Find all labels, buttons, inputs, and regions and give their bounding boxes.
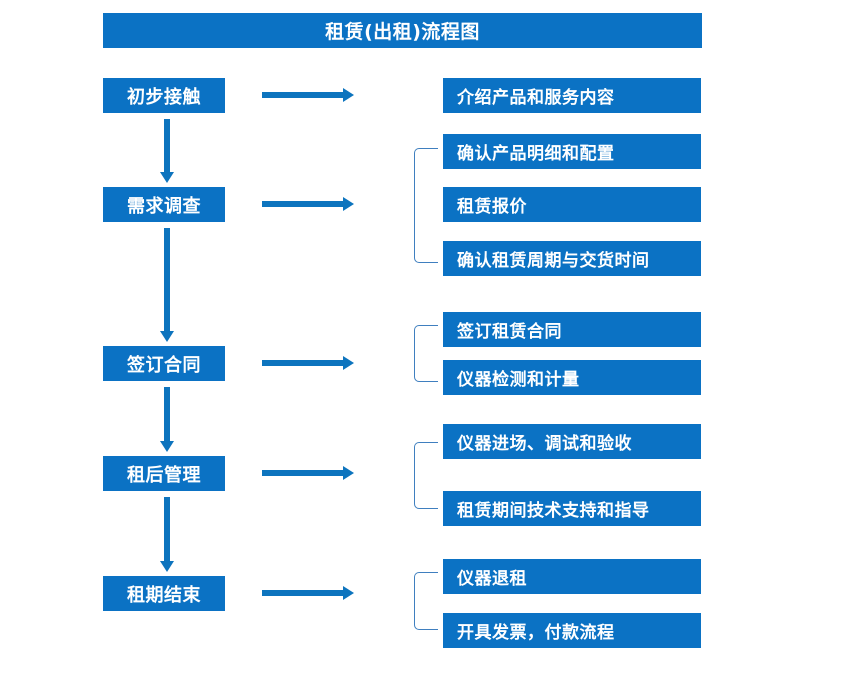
arrow-stem	[262, 590, 344, 596]
arrow-stem	[164, 387, 170, 441]
flow-arrow-down-3	[160, 387, 174, 452]
arrow-stem	[164, 119, 170, 172]
detail-box-5-1[interactable]: 仪器退租	[443, 559, 701, 594]
detail-arrow-right-3	[262, 356, 354, 370]
stage-box-2[interactable]: 需求调查	[103, 187, 225, 222]
flow-arrow-down-4	[160, 497, 174, 572]
detail-box-3-2[interactable]: 仪器检测和计量	[443, 360, 701, 395]
arrow-stem	[262, 92, 344, 98]
arrow-head-icon	[343, 197, 354, 211]
group-bracket-2	[414, 148, 438, 263]
group-bracket-3	[414, 325, 438, 382]
detail-box-2-2[interactable]: 租赁报价	[443, 187, 701, 222]
arrow-head-icon	[160, 561, 174, 572]
stage-box-1[interactable]: 初步接触	[103, 78, 225, 113]
stage-box-4[interactable]: 租后管理	[103, 456, 225, 491]
arrow-stem	[164, 497, 170, 561]
detail-box-1-1[interactable]: 介绍产品和服务内容	[443, 78, 701, 113]
arrow-head-icon	[343, 88, 354, 102]
arrow-head-icon	[343, 466, 354, 480]
arrow-head-icon	[160, 172, 174, 183]
group-bracket-4	[414, 442, 438, 509]
stage-box-5[interactable]: 租期结束	[103, 576, 225, 611]
arrow-stem	[262, 360, 344, 366]
detail-box-5-2[interactable]: 开具发票，付款流程	[443, 613, 701, 648]
arrow-stem	[164, 228, 170, 331]
flow-arrow-down-1	[160, 119, 174, 183]
arrow-head-icon	[343, 586, 354, 600]
stage-box-3[interactable]: 签订合同	[103, 346, 225, 381]
detail-box-2-3[interactable]: 确认租赁周期与交货时间	[443, 241, 701, 276]
arrow-head-icon	[160, 331, 174, 342]
detail-arrow-right-2	[262, 197, 354, 211]
detail-arrow-right-4	[262, 466, 354, 480]
detail-box-4-2[interactable]: 租赁期间技术支持和指导	[443, 491, 701, 526]
flow-arrow-down-2	[160, 228, 174, 342]
detail-arrow-right-5	[262, 586, 354, 600]
arrow-head-icon	[160, 441, 174, 452]
group-bracket-5	[414, 572, 438, 630]
diagram-title: 租赁(出租)流程图	[103, 13, 702, 48]
arrow-stem	[262, 470, 344, 476]
detail-box-4-1[interactable]: 仪器进场、调试和验收	[443, 424, 701, 459]
detail-box-3-1[interactable]: 签订租赁合同	[443, 312, 701, 347]
detail-arrow-right-1	[262, 88, 354, 102]
arrow-stem	[262, 201, 344, 207]
arrow-head-icon	[343, 356, 354, 370]
detail-box-2-1[interactable]: 确认产品明细和配置	[443, 134, 701, 169]
